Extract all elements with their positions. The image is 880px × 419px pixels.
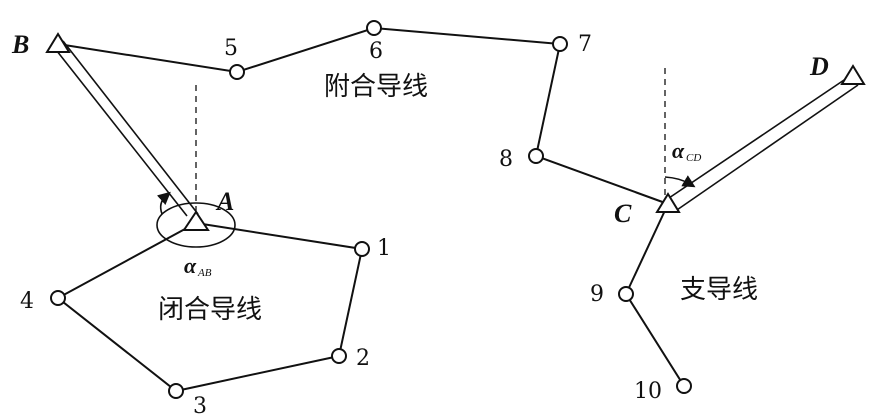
station-3-label: 3 — [193, 394, 207, 419]
svg-text:AB: AB — [197, 267, 212, 279]
station-8 — [528, 148, 544, 164]
label-d: D — [809, 52, 829, 81]
connecting-traverse-caption: 附合导线 — [324, 72, 428, 102]
station-6-label: 6 — [369, 39, 383, 64]
alpha-ab-angle-arc — [156, 202, 236, 248]
station-10 — [676, 378, 692, 394]
alpha-cd-label: α CD — [672, 138, 701, 164]
station-5 — [229, 64, 245, 80]
label-c: C — [614, 199, 632, 228]
control-point-d — [840, 64, 866, 85]
closed-traverse-caption: 闭合导线 — [158, 295, 262, 325]
label-a: A — [215, 187, 234, 216]
label-b: B — [11, 30, 29, 59]
alpha-ab-label: α AB — [184, 253, 212, 279]
alpha-ab-arrow — [156, 191, 171, 215]
closed-traverse-path — [56, 222, 364, 393]
known-line-ba — [52, 40, 199, 217]
open-traverse-path — [624, 203, 685, 387]
connecting-traverse-path — [57, 26, 669, 205]
station-4 — [50, 290, 66, 306]
svg-text:α: α — [184, 253, 197, 278]
control-point-b — [45, 32, 71, 53]
station-6 — [366, 20, 382, 36]
station-5-label: 5 — [224, 36, 238, 61]
station-9 — [618, 286, 634, 302]
station-2 — [331, 348, 347, 364]
svg-text:CD: CD — [686, 152, 701, 164]
alpha-cd-angle-arc — [664, 175, 696, 188]
station-2-label: 2 — [356, 346, 370, 371]
station-10-label: 10 — [634, 379, 662, 404]
open-traverse-caption: 支导线 — [680, 275, 758, 305]
station-9-label: 9 — [590, 282, 604, 307]
station-1-label: 1 — [377, 236, 391, 261]
control-point-c — [655, 192, 681, 213]
control-point-a — [182, 210, 210, 231]
station-4-label: 4 — [20, 289, 34, 314]
station-3 — [168, 383, 184, 399]
station-8-label: 8 — [499, 147, 513, 172]
station-1 — [354, 241, 370, 257]
known-line-cd — [665, 75, 859, 213]
svg-text:α: α — [672, 138, 685, 163]
station-7-label: 7 — [578, 32, 592, 57]
station-7 — [552, 36, 568, 52]
